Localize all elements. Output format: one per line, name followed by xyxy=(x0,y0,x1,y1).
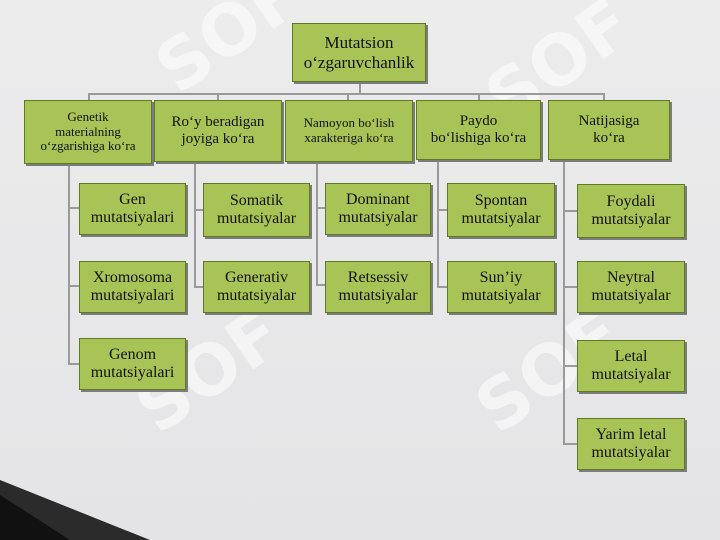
item-genom-mutatsiyalari: Genom mutatsiyalari xyxy=(79,338,186,390)
connector-line xyxy=(68,165,70,365)
root-node: Mutatsion o‘zgaruvchanlik xyxy=(292,23,426,82)
connector-line xyxy=(603,93,605,101)
connector-line xyxy=(563,210,577,212)
connector-line xyxy=(316,207,326,209)
item-xromosoma-mutatsiyalari: Xromosoma mutatsiyalari xyxy=(79,261,186,313)
connector-line xyxy=(88,93,90,101)
connector-line xyxy=(194,209,204,211)
connector-line xyxy=(217,93,219,101)
connector-line xyxy=(563,160,565,445)
connector-line xyxy=(194,162,196,288)
category-genetik: Genetik materialning o‘zgarishiga ko‘ra xyxy=(24,100,152,164)
item-yarim-letal-mutatsiyalar: Yarim letal mutatsiyalar xyxy=(577,418,685,470)
item-gen-mutatsiyalari: Gen mutatsiyalari xyxy=(79,183,186,235)
connector-line xyxy=(68,285,80,287)
item-generativ-mutatsiyalar: Generativ mutatsiyalar xyxy=(203,261,310,313)
category-joyiga: Ro‘y beradigan joyiga ko‘ra xyxy=(154,100,282,162)
connector-line xyxy=(563,286,577,288)
corner-decoration xyxy=(0,480,150,540)
category-paydo: Paydo bo‘lishiga ko‘ra xyxy=(416,100,541,160)
connector-line xyxy=(88,93,603,95)
item-somatik-mutatsiyalar: Somatik mutatsiyalar xyxy=(203,183,310,237)
item-letal-mutatsiyalar: Letal mutatsiyalar xyxy=(577,340,685,392)
connector-line xyxy=(68,363,80,365)
item-retsessiv-mutatsiyalar: Retsessiv mutatsiyalar xyxy=(325,261,431,313)
item-spontan-mutatsiyalar: Spontan mutatsiyalar xyxy=(447,183,555,237)
item-neytral-mutatsiyalar: Neytral mutatsiyalar xyxy=(577,261,685,313)
connector-line xyxy=(563,443,577,445)
connector-line xyxy=(437,286,447,288)
item-dominant-mutatsiyalar: Dominant mutatsiyalar xyxy=(325,183,431,235)
connector-line xyxy=(359,82,361,94)
category-namoyon: Namoyon bo‘lish xarakteriga ko‘ra xyxy=(285,100,413,162)
connector-line xyxy=(437,209,447,211)
connector-line xyxy=(347,93,349,101)
item-suniy-mutatsiyalar: Sun’iy mutatsiyalar xyxy=(447,261,555,313)
connector-line xyxy=(563,365,577,367)
connector-line xyxy=(316,284,326,286)
connector-line xyxy=(68,207,80,209)
connector-line xyxy=(316,162,318,286)
connector-line xyxy=(478,93,480,101)
item-foydali-mutatsiyalar: Foydali mutatsiyalar xyxy=(577,184,685,238)
connector-line xyxy=(194,286,204,288)
connector-line xyxy=(437,160,439,288)
category-natijasiga: Natijasiga ko‘ra xyxy=(548,100,670,160)
